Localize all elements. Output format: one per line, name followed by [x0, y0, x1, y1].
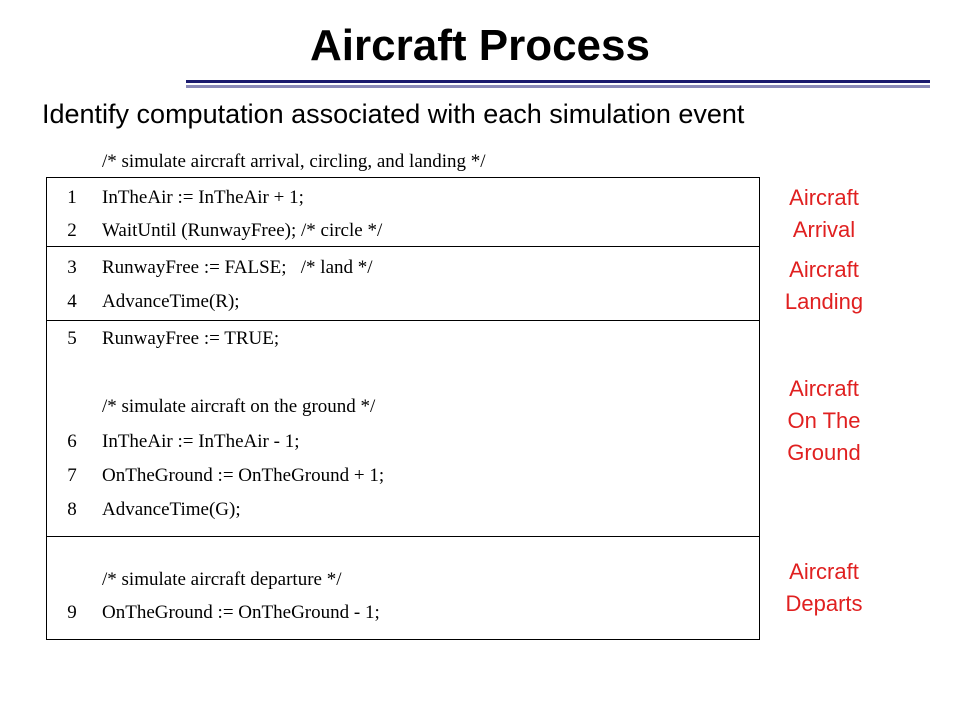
line-text: WaitUntil (RunwayFree); /* circle */: [102, 220, 383, 241]
line-number: 7: [67, 465, 77, 486]
line-text: OnTheGround := OnTheGround + 1;: [102, 465, 385, 486]
event-label-line: Landing: [784, 289, 864, 314]
line-text: OnTheGround := OnTheGround - 1;: [102, 602, 380, 623]
line-number: 9: [67, 602, 77, 623]
code-comment-text: /* simulate aircraft departure */: [102, 569, 342, 590]
box-departs: [46, 536, 760, 640]
slide-subtitle: Identify computation associated with eac…: [42, 99, 745, 129]
event-label-line: Ground: [787, 440, 861, 465]
event-label-line: Aircraft: [789, 185, 859, 210]
code-comment-text: /* simulate aircraft arrival, circling, …: [102, 151, 486, 172]
event-label-landing: Aircraft Landing: [762, 254, 886, 318]
line-number: 3: [67, 257, 77, 278]
title-rule-dark: [186, 80, 930, 83]
line-text: RunwayFree := FALSE; /* land */: [102, 257, 373, 278]
line-number: 4: [67, 291, 77, 312]
line-number: 8: [67, 499, 77, 520]
slide-title: Aircraft Process: [310, 21, 650, 70]
line-number: 1: [67, 187, 77, 208]
event-label-line: On The: [787, 408, 861, 433]
event-label-line: Arrival: [792, 217, 856, 242]
line-text: InTheAir := InTheAir + 1;: [102, 187, 304, 208]
line-text: InTheAir := InTheAir - 1;: [102, 431, 300, 452]
line-number: 5: [67, 328, 77, 349]
event-label-line: Aircraft: [789, 559, 859, 584]
title-rule-light: [186, 85, 930, 88]
event-label-line: Departs: [785, 591, 863, 616]
event-label-departs: Aircraft Departs: [762, 556, 886, 620]
line-text: AdvanceTime(G);: [102, 499, 241, 520]
line-number: 2: [67, 220, 77, 241]
event-label-line: Aircraft: [789, 257, 859, 282]
code-comment-text: /* simulate aircraft on the ground */: [102, 396, 376, 417]
event-label-arrival: Aircraft Arrival: [762, 182, 886, 246]
line-number: 6: [67, 431, 77, 452]
line-text: RunwayFree := TRUE;: [102, 328, 280, 349]
event-label-line: Aircraft: [789, 376, 859, 401]
event-label-ground: Aircraft On The Ground: [762, 373, 886, 469]
line-text: AdvanceTime(R);: [102, 291, 240, 312]
